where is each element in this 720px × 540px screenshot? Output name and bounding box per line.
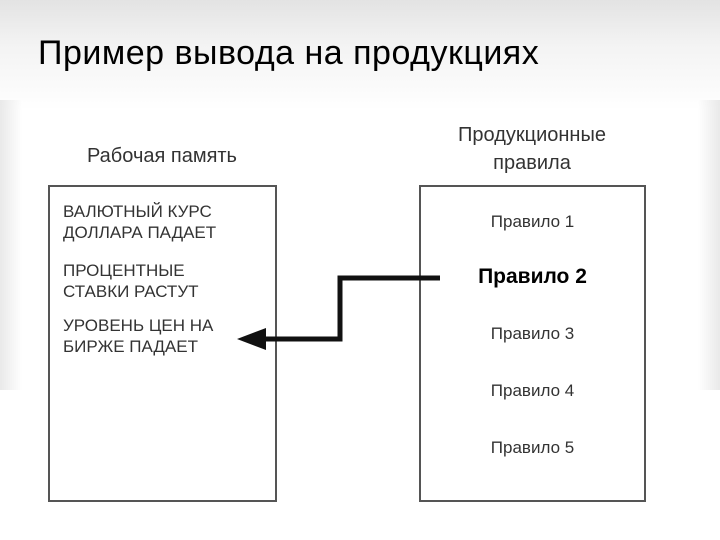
memory-fact-line: УРОВЕНЬ ЦЕН НА <box>63 316 214 335</box>
right-edge-shading <box>698 100 720 390</box>
memory-fact-line: ПРОЦЕНТНЫЕ <box>63 261 185 280</box>
left-edge-shading <box>0 100 22 390</box>
production-rules-heading-line-1: Продукционные <box>458 124 606 146</box>
rule-2-active: Правило 2 <box>478 265 587 288</box>
memory-fact-stock-prices: УРОВЕНЬ ЦЕН НА БИРЖЕ ПАДАЕТ <box>63 315 213 357</box>
rule-3: Правило 3 <box>490 324 575 343</box>
rule-1: Правило 1 <box>490 212 575 231</box>
memory-fact-line: СТАВКИ РАСТУТ <box>63 282 199 301</box>
production-rules-box: Правило 1 Правило 2 Правило 3 Правило 4 … <box>419 185 646 502</box>
production-rules-heading-line-2: правила <box>493 152 571 174</box>
rule-5: Правило 5 <box>490 438 575 457</box>
production-rules-heading: Продукционные правила <box>420 121 644 177</box>
memory-fact-line: БИРЖЕ ПАДАЕТ <box>63 337 198 356</box>
rule-4: Правило 4 <box>490 381 575 400</box>
memory-fact-exchange-rate: ВАЛЮТНЫЙ КУРС ДОЛЛАРА ПАДАЕТ <box>63 201 216 243</box>
working-memory-box: ВАЛЮТНЫЙ КУРС ДОЛЛАРА ПАДАЕТ ПРОЦЕНТНЫЕ … <box>48 185 277 502</box>
slide-title: Пример вывода на продукциях <box>38 34 540 72</box>
memory-fact-interest-rates: ПРОЦЕНТНЫЕ СТАВКИ РАСТУТ <box>63 260 199 302</box>
working-memory-heading: Рабочая память <box>87 145 237 167</box>
inference-arrow-line <box>262 275 440 342</box>
memory-fact-line: ВАЛЮТНЫЙ КУРС <box>63 202 212 221</box>
memory-fact-line: ДОЛЛАРА ПАДАЕТ <box>63 223 217 242</box>
